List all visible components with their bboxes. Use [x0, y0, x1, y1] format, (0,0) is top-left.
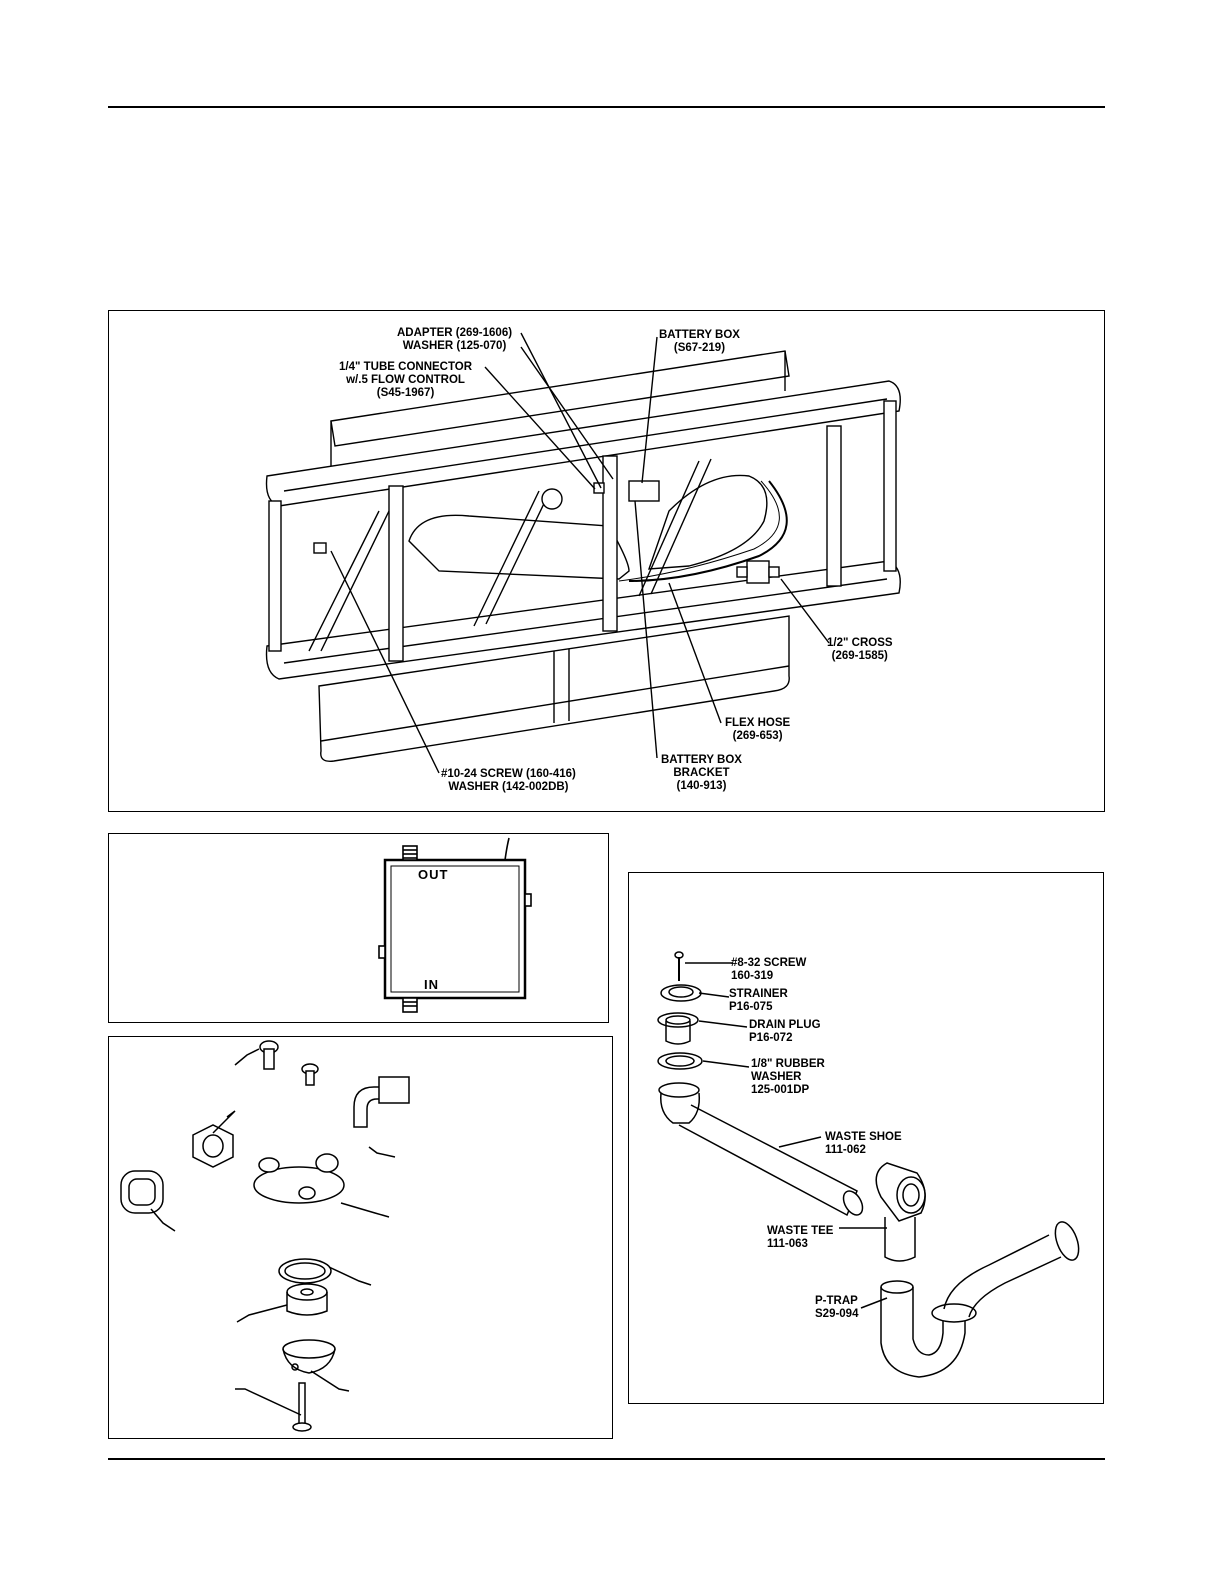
battery-box-panel: OUT IN: [108, 833, 609, 1023]
screw-8-32-label: #8-32 SCREW 160-319: [731, 957, 807, 982]
out-label: OUT: [418, 867, 449, 882]
exploded-valve-panel: [108, 1036, 613, 1439]
cross-label: 1/2" CROSS (269-1585): [827, 637, 893, 662]
in-label: IN: [424, 977, 439, 992]
flex-hose-label: FLEX HOSE (269-653): [725, 717, 791, 742]
exploded-valve-drawing: [120, 1040, 410, 1432]
battery-box-drawing: [378, 837, 532, 1013]
main-assembly-panel: ADAPTER (269-1606) WASHER (125-070) 1/4"…: [108, 310, 1105, 812]
tube-connector-label: 1/4" TUBE CONNECTOR w/.5 FLOW CONTROL (S…: [339, 361, 473, 399]
footer-rule: [108, 1458, 1105, 1460]
drain-plug-label: DRAIN PLUG P16-072: [749, 1019, 821, 1044]
waste-shoe-label: WASTE SHOE 111-062: [825, 1131, 902, 1156]
drain-assembly-panel: #8-32 SCREW 160-319 STRAINER P16-075 DRA…: [628, 872, 1104, 1404]
rubber-washer-label: 1/8" RUBBER WASHER 125-001DP: [751, 1058, 825, 1096]
main-assembly-drawing: [265, 332, 901, 774]
battery-box-bracket-label: BATTERY BOX BRACKET (140-913): [661, 754, 742, 792]
adapter-label: ADAPTER (269-1606) WASHER (125-070): [397, 327, 513, 352]
screw-label: #10-24 SCREW (160-416) WASHER (142-002DB…: [441, 768, 576, 793]
strainer-label: STRAINER P16-075: [729, 988, 788, 1013]
header-rule: [108, 106, 1105, 108]
waste-tee-label: WASTE TEE 111-063: [767, 1225, 834, 1250]
battery-box-label: BATTERY BOX (S67-219): [659, 329, 740, 354]
drain-assembly-drawing: [657, 951, 1080, 1378]
p-trap-label: P-TRAP S29-094: [815, 1295, 859, 1320]
